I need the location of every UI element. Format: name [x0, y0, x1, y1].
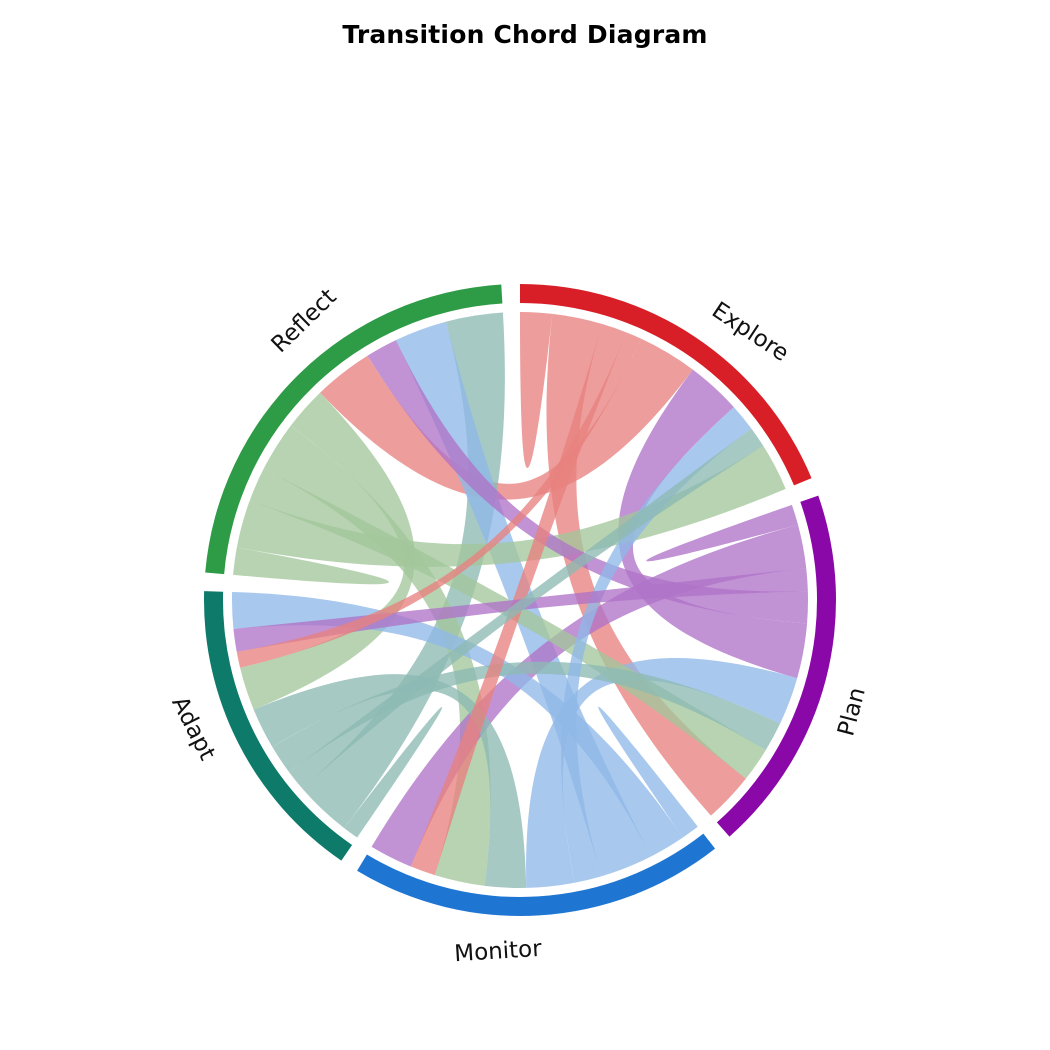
chord-ribbon[interactable] — [371, 524, 807, 867]
chord-ribbon[interactable] — [320, 338, 693, 500]
chord-ribbon[interactable] — [233, 547, 389, 585]
chord-ribbon[interactable] — [232, 591, 683, 857]
chord-ribbon[interactable] — [272, 661, 781, 772]
chord-ribbon[interactable] — [253, 674, 527, 889]
chord-ribbon[interactable] — [344, 707, 443, 838]
chord-ribbon[interactable] — [240, 392, 415, 710]
chord-ribbon[interactable] — [646, 504, 799, 562]
page-title: Transition Chord Diagram — [342, 20, 708, 49]
sector-arc-adapt[interactable] — [204, 591, 353, 861]
chord-ribbon[interactable] — [520, 312, 553, 468]
chord-ribbon[interactable] — [263, 425, 491, 886]
chord-ribbon[interactable] — [618, 369, 808, 679]
chord-ribbon[interactable] — [249, 468, 766, 779]
chord-ribbon[interactable] — [288, 428, 764, 789]
arcs-group — [204, 284, 837, 916]
chord-ribbon[interactable] — [598, 706, 698, 838]
sector-label-monitor: Monitor — [454, 936, 543, 967]
sector-arc-monitor[interactable] — [357, 833, 716, 916]
sector-label-reflect: Reflect — [267, 284, 342, 358]
ribbons-group — [232, 312, 808, 889]
sector-label-plan: Plan — [833, 685, 870, 739]
chord-ribbon[interactable] — [233, 567, 808, 652]
chord-ribbon[interactable] — [526, 657, 798, 888]
sector-arc-explore[interactable] — [520, 284, 812, 486]
chord-ribbon[interactable] — [367, 340, 808, 624]
sector-label-adapt: Adapt — [166, 692, 220, 764]
sector-arc-plan[interactable] — [716, 495, 837, 837]
sector-arc-reflect[interactable] — [205, 284, 503, 575]
